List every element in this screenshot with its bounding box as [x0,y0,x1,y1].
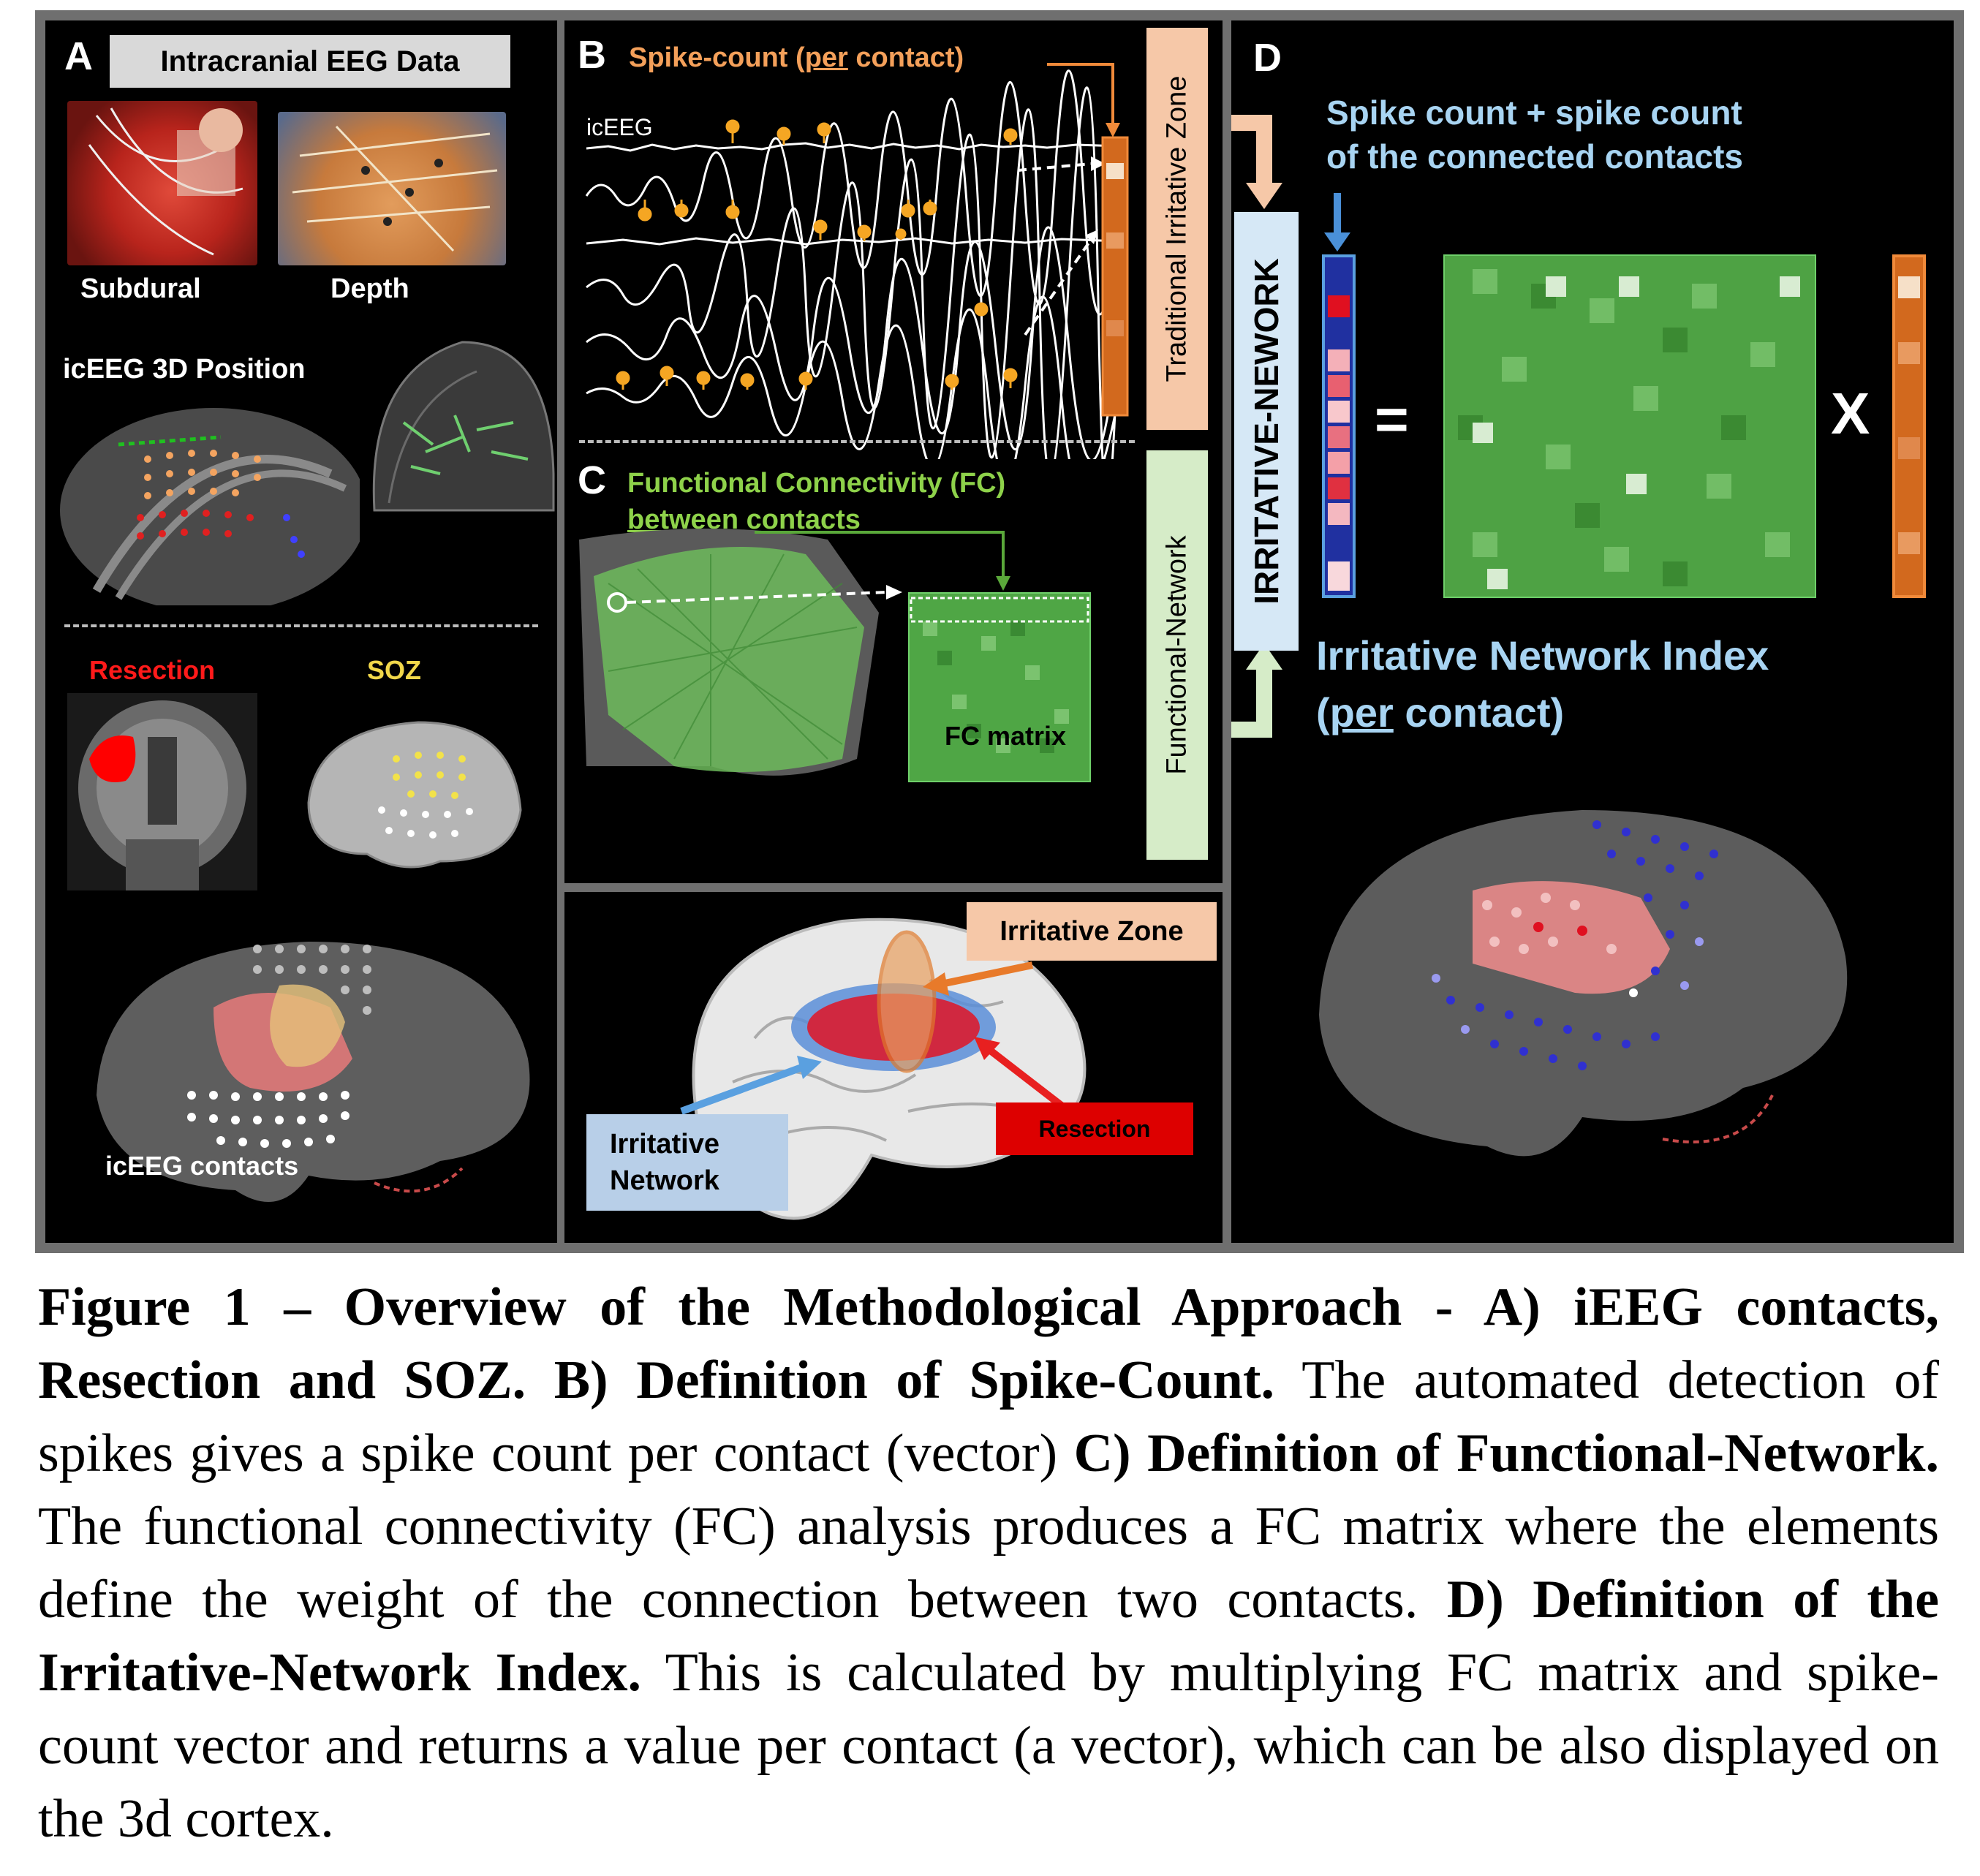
irritative-zone-vertical-box: Traditional Irritative Zone [1146,28,1208,430]
panel-a-separator [64,624,538,627]
index-label: Irritative Network Index (per contact) [1316,627,1769,741]
caption-part-6: This is calculated by multiplying FC mat… [38,1643,1939,1849]
coronal-mri-icon [67,693,257,890]
irritative-network-vertical-box: IRRITATIVE-NEWORK [1234,212,1299,651]
panel-b-title-pre: Spike-count ( [629,42,805,73]
fc-matrix-label: FC matrix [945,721,1067,751]
icEEG-trace-label: icEEG [586,114,653,140]
depth-photo [278,112,506,265]
irritative-zone-box: Irritative Zone [967,902,1217,961]
panel-d: D Spike count + spike count of the conne… [1231,20,1954,1243]
resection-label: Resection [89,655,216,685]
brain-soz-icon [307,721,522,869]
panel-d-flow-arrows-icon [1231,115,1350,738]
resection-box: Resection [996,1102,1193,1155]
spike-count-vector-icon [1892,254,1926,598]
caption-part-1: Figure 1 – Overview of the Methodologica… [38,1277,1939,1410]
caption-part-2: The automated detection of spikes gives … [38,1350,1940,1483]
brain-schematic-icon [680,918,1087,1220]
caption-part-4: The functional connectivity (FC) analysi… [38,1497,1939,1630]
index-line2-pre: ( [1316,689,1330,735]
panel-d-letter: D [1253,36,1282,80]
eeg-traces-icon [585,63,1129,459]
panel-a: A Intracranial EEG Data Subdural De [45,20,557,1243]
brain-3d-position-icon [60,408,360,605]
brain-contacts-icon [97,942,530,1202]
contacts-label: icEEG contacts [105,1151,299,1181]
subdural-wires-icon [88,107,243,256]
brain-index-icon [1319,810,1848,1157]
formula-label: Spike count + spike count of the connect… [1326,91,1743,178]
position-label: icEEG 3D Position [63,354,306,385]
index-vector-icon [1322,254,1356,598]
equals-sign: = [1375,387,1409,452]
panel-a-header: Intracranial EEG Data [110,35,510,88]
caption-part-3: C) Definition of Functional-Network. [1073,1423,1939,1483]
formula-line1: Spike count + spike count [1326,94,1742,132]
irritative-network-box: Irritative Network [586,1114,788,1211]
brain-3d-depth-icon [372,341,555,512]
index-line1: Irritative Network Index [1316,632,1769,678]
irritative-network-line2: Network [610,1165,719,1196]
figure-caption: Figure 1 – Overview of the Methodologica… [38,1271,1939,1856]
panel-bc: B Spike-count (per contact) icEEG [564,20,1223,883]
depth-label: Depth [330,273,409,304]
subdural-label: Subdural [80,273,201,304]
subdural-photo [67,101,257,265]
panel-bottom: Irritative Zone Irritative Network Resec… [564,892,1223,1243]
panel-bc-separator [579,440,1135,443]
soz-label: SOZ [367,655,422,685]
panel-b-title-post: contact) [847,42,964,73]
times-sign: X [1831,381,1870,446]
fc-matrix-small-icon [908,592,1091,782]
index-line2-underlined: per [1329,689,1394,735]
panel-c-letter: C [578,458,606,502]
panel-c-title-post: contacts [738,504,861,535]
irritative-zone-vertical-label: Traditional Irritative Zone [1161,75,1193,382]
panel-b-letter: B [578,33,606,77]
functional-network-vertical-label: Functional-Network [1161,535,1193,775]
formula-line2: of the connected contacts [1326,137,1743,175]
panel-a-letter: A [64,34,93,78]
fc-matrix-large-icon [1443,254,1816,598]
irritative-network-line1: Irritative [610,1129,719,1160]
panel-b-title-underlined: per [804,42,848,73]
irritative-network-vertical-label: IRRITATIVE-NEWORK [1247,258,1285,605]
functional-network-vertical-box: Functional-Network [1146,450,1208,860]
fc-network-icon [579,529,1010,776]
panel-c-title-line1: Functional Connectivity (FC) [627,468,1006,499]
index-line2-post: contact) [1393,689,1565,735]
panel-b-title: Spike-count (per contact) [629,42,964,74]
caption-part-5: D) Definition of the Irritative-Network … [38,1570,1939,1703]
depth-electrodes-icon [292,125,498,252]
figure-frame: A Intracranial EEG Data Subdural De [35,10,1964,1253]
